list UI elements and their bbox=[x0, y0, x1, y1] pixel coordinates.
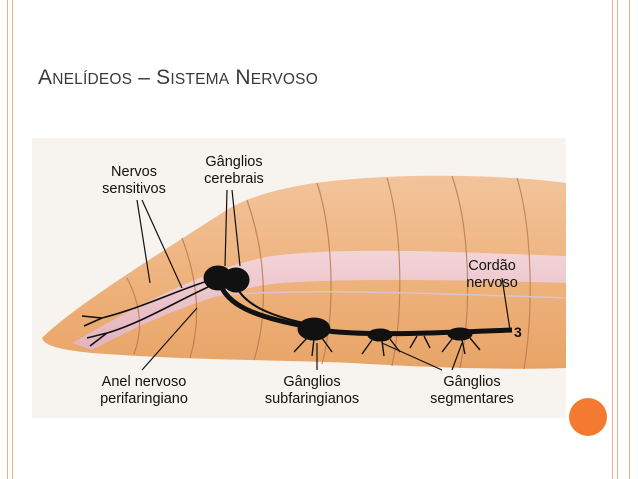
slide-title-part: ERVOSO bbox=[250, 71, 318, 88]
slide-title-part: NELÍDEOS bbox=[52, 71, 133, 88]
label-ganglios-segmentares-line1: Gânglios bbox=[443, 374, 501, 390]
subpharyngeal-ganglion bbox=[297, 317, 331, 341]
label-ganglios-subfaringianos-line2: subfaringianos bbox=[264, 391, 360, 407]
label-anel-nervoso-line2: perifaringiano bbox=[100, 391, 188, 407]
label-ganglios-cerebrais-line1: Gânglios bbox=[205, 154, 263, 170]
slide-title: ANELÍDEOS – SISTEMA NERVOSO bbox=[38, 66, 318, 90]
slide-title-part: A bbox=[38, 66, 53, 89]
earthworm-illustration: 3 bbox=[42, 175, 566, 371]
cerebral-ganglion-2 bbox=[222, 267, 250, 293]
frame-line-right-3 bbox=[629, 0, 630, 479]
slide-title-part: S bbox=[156, 66, 171, 89]
ventral-nerve-cord bbox=[327, 327, 513, 337]
label-nervos-sensitivos-line2: sensitivos bbox=[102, 181, 166, 197]
segment-number: 3 bbox=[514, 324, 522, 340]
label-ganglios-subfaringianos: Gânglios subfaringianos bbox=[247, 374, 377, 408]
worm-dorsal-line bbox=[211, 291, 566, 299]
label-cordao-nervoso-line1: Cordão bbox=[468, 258, 516, 274]
worm-lateral-band bbox=[72, 250, 566, 350]
frame-line-left-1 bbox=[7, 0, 8, 479]
label-ganglios-cerebrais: Gânglios cerebrais bbox=[184, 154, 284, 188]
nervous-system bbox=[81, 189, 513, 371]
slide-title-part: – bbox=[132, 66, 157, 89]
slide-title-part: ISTEMA bbox=[170, 71, 230, 88]
frame-line-right-1 bbox=[612, 0, 613, 479]
label-anel-nervoso: Anel nervoso perifaringiano bbox=[74, 374, 214, 408]
frame-line-left-2 bbox=[12, 0, 13, 479]
slide-title-part: N bbox=[235, 66, 251, 89]
label-cordao-nervoso-line2: nervoso bbox=[466, 275, 518, 291]
label-ganglios-segmentares-line2: segmentares bbox=[430, 391, 514, 407]
label-ganglios-subfaringianos-line1: Gânglios bbox=[283, 374, 341, 390]
label-nervos-sensitivos-line1: Nervos bbox=[111, 164, 157, 180]
label-cordao-nervoso: Cordão nervoso bbox=[452, 258, 532, 292]
label-anel-nervoso-line1: Anel nervoso bbox=[101, 374, 187, 390]
label-ganglios-cerebrais-line2: cerebrais bbox=[204, 171, 264, 187]
accent-dot bbox=[569, 398, 607, 436]
frame-line-right-2 bbox=[617, 0, 618, 479]
label-nervos-sensitivos: Nervos sensitivos bbox=[84, 164, 184, 198]
label-ganglios-segmentares: Gânglios segmentares bbox=[412, 374, 532, 408]
earthworm-diagram: 3 Nervos sensitivos Gânglios cerebrais C… bbox=[32, 138, 566, 418]
